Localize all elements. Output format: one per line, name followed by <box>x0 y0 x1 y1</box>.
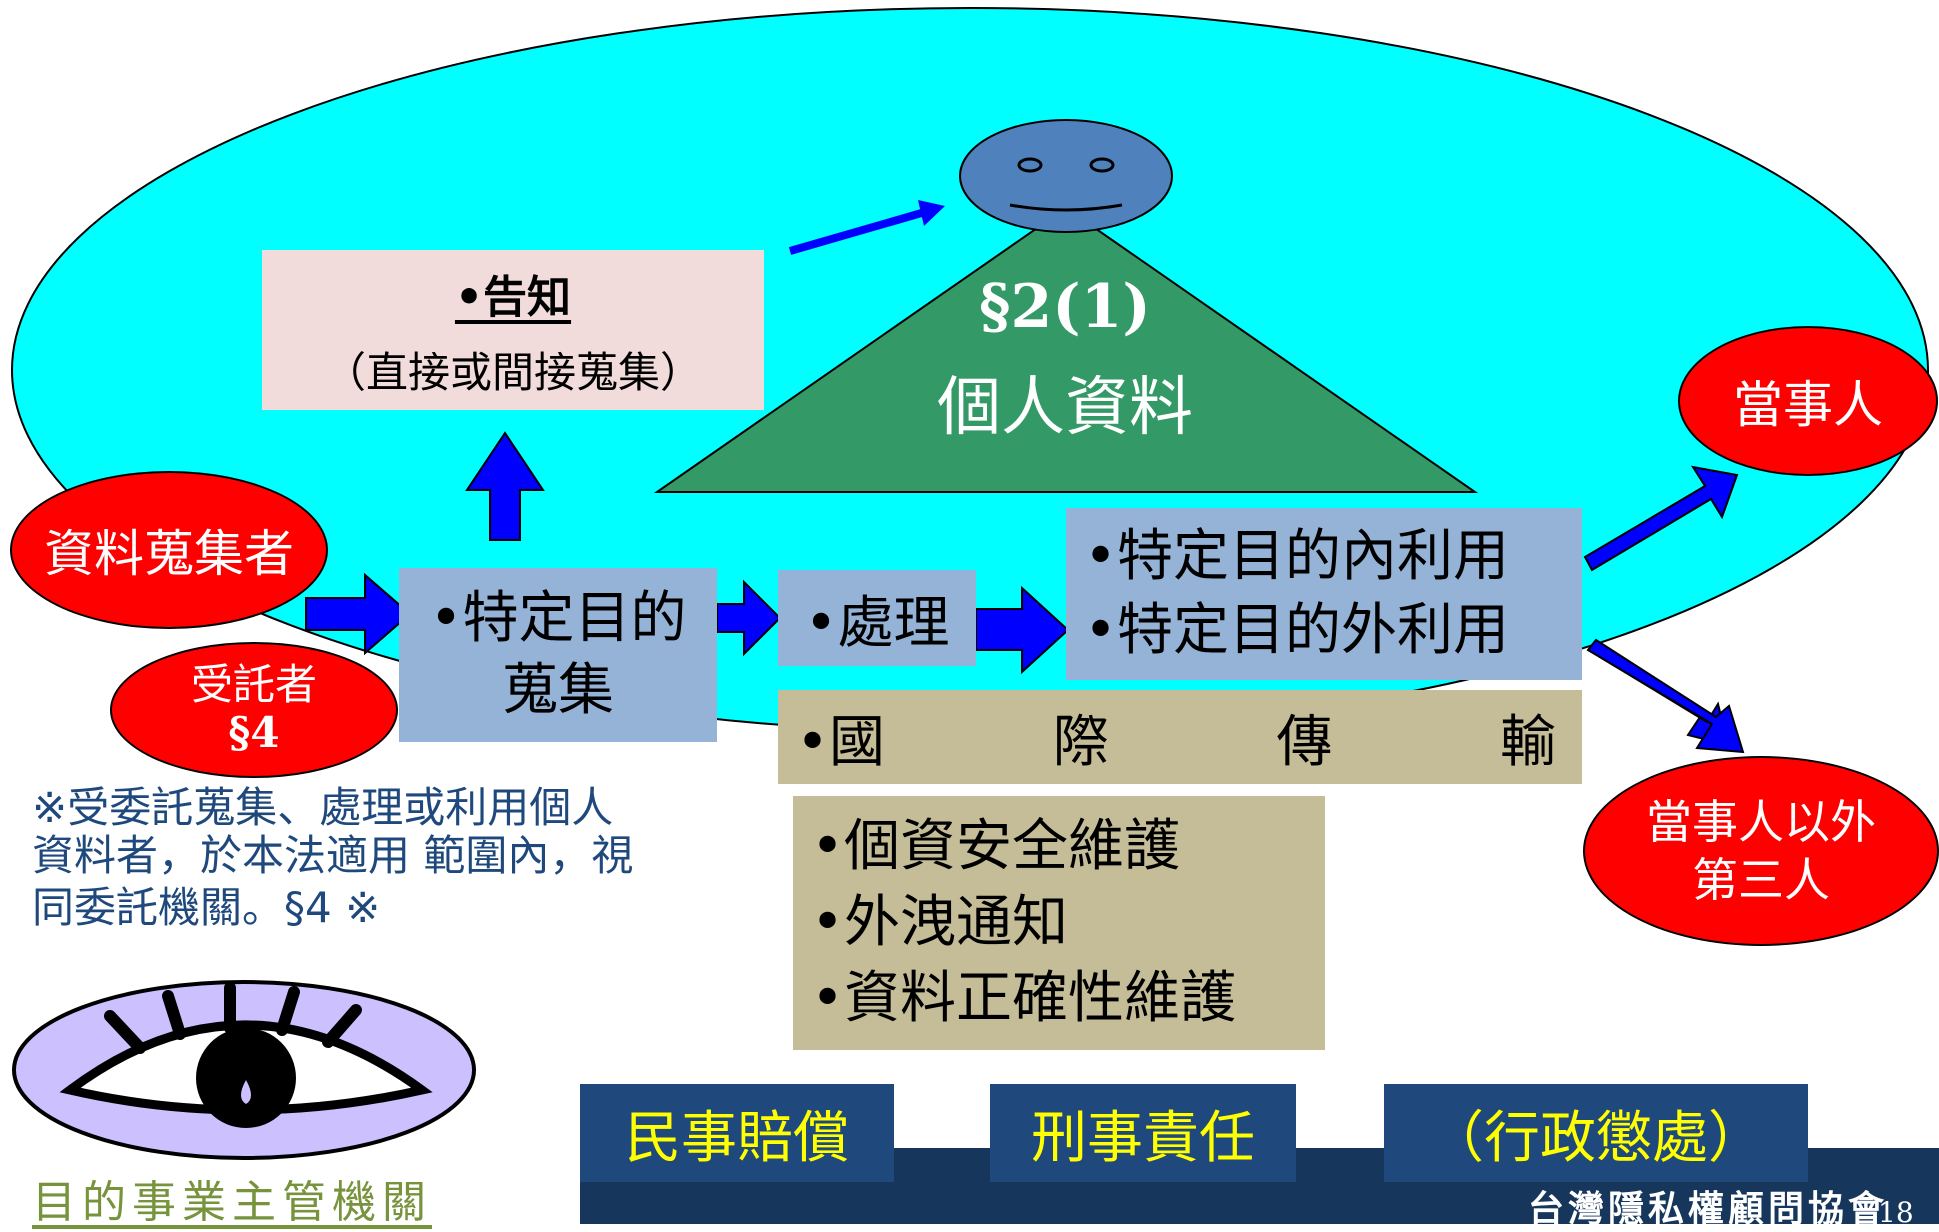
arrow-collect-to-process <box>716 579 782 657</box>
personal-data-label: 個人資料 <box>937 371 1193 445</box>
note-line: 同委託機關。§4 ※ <box>32 883 381 932</box>
process-box: •處理 <box>778 570 976 666</box>
personal-data-triangle <box>653 206 1479 493</box>
trustee-ref: §4 <box>228 708 280 757</box>
civil-liability-box: 民事賠償 <box>580 1084 894 1182</box>
authority-label: 目的事業主管機關 <box>32 1177 432 1228</box>
collect-box: •特定目的 蒐集 <box>399 568 717 742</box>
process-label: •處理 <box>804 590 950 656</box>
criminal-liability-label: 刑事責任 <box>1031 1105 1255 1171</box>
intl-char-3: 傳 <box>1276 709 1333 775</box>
criminal-liability-box: 刑事責任 <box>990 1084 1296 1182</box>
trustee-label: 受託者 <box>190 660 317 709</box>
third-party-label-line1: 當事人以外 <box>1646 795 1876 849</box>
collector-label: 資料蒐集者 <box>44 525 294 583</box>
notice-title: •告知 <box>454 271 572 323</box>
arrow-to-third-party-body <box>1586 638 1745 754</box>
security-item: •資料正確性維護 <box>811 966 1237 1031</box>
party-label: 當事人 <box>1733 376 1883 434</box>
trustee-note: ※受委託蒐集、處理或利用個人 資料者，於本法適用 範圍內，視 同委託機關。§4 … <box>32 784 732 936</box>
collector-node: 資料蒐集者 <box>10 471 328 629</box>
note-line: ※受委託蒐集、處理或利用個人 <box>32 783 614 832</box>
eye-icon <box>12 980 476 1160</box>
security-item: •外洩通知 <box>811 890 1069 955</box>
collect-label-line2: 蒐集 <box>502 658 614 723</box>
arrow-to-face-head <box>918 200 945 226</box>
security-box: •個資安全維護 •外洩通知 •資料正確性維護 <box>793 796 1325 1050</box>
page-number: 18 <box>1878 1196 1914 1229</box>
notice-box: •告知 （直接或間接蒐集） <box>262 250 764 410</box>
arrow-to-party <box>1583 465 1739 572</box>
intl-char-2: 際 <box>1052 709 1109 775</box>
note-line: 資料者，於本法適用 範圍內，視 <box>32 831 634 880</box>
intl-char-4: 輸 <box>1500 709 1556 775</box>
collect-label-line1: •特定目的 <box>429 586 687 651</box>
arrow-process-to-use <box>975 585 1070 675</box>
data-subject-face-icon <box>959 119 1173 233</box>
use-inside-label: •特定目的內利用 <box>1084 524 1510 589</box>
party-node: 當事人 <box>1678 326 1938 476</box>
arrow-to-face <box>788 208 927 255</box>
law-reference: §2(1) <box>979 272 1151 342</box>
security-item: •個資安全維護 <box>811 814 1181 879</box>
intl-char-1: •國 <box>796 709 886 775</box>
use-box: •特定目的內利用 •特定目的外利用 <box>1066 508 1582 680</box>
up-arrow <box>465 431 545 541</box>
administrative-penalty-box: （行政懲處） <box>1384 1084 1808 1182</box>
arrow-collector-to-collect <box>305 572 412 656</box>
international-transfer-box: •國 際 傳 輸 <box>778 690 1582 784</box>
trustee-node: 受託者 §4 <box>110 642 398 778</box>
notice-subtitle: （直接或間接蒐集） <box>323 347 702 397</box>
face-mouth-icon <box>1009 203 1123 212</box>
footer-org: 台灣隱私權顧問協會 <box>1528 1189 1889 1230</box>
face-left-eye-icon <box>1017 157 1043 173</box>
third-party-node: 當事人以外 第三人 <box>1583 756 1939 946</box>
third-party-label-line2: 第三人 <box>1692 853 1830 907</box>
civil-liability-label: 民事賠償 <box>625 1105 849 1171</box>
use-outside-label: •特定目的外利用 <box>1084 598 1510 663</box>
face-right-eye-icon <box>1089 157 1115 173</box>
administrative-penalty-label: （行政懲處） <box>1428 1105 1764 1171</box>
